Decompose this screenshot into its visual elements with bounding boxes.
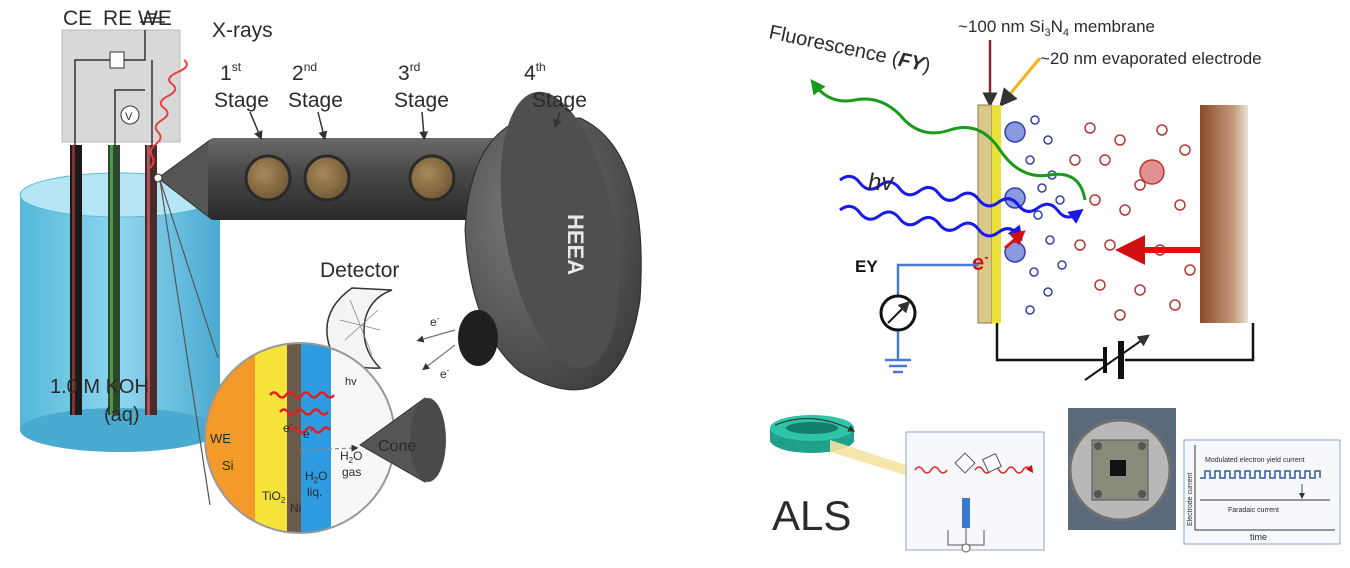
als-ring: ALS [770,415,915,539]
svg-text:V: V [125,111,133,123]
current-graph: Modulated electron yield current Faradai… [1183,439,1341,545]
variable-bias-icon [1084,334,1150,381]
ey-label: EY [855,257,878,276]
stage2-num: 2nd [292,60,317,85]
stage-labels: 1st Stage 2nd Stage 3rd Stage 4th Stage [214,60,587,141]
resistor-icon [109,51,125,69]
inset-gas-h2o-label: H2O [340,449,362,465]
xrays-label: X-rays [212,19,273,42]
ground-icon [140,13,165,23]
fluorescence-label: Fluorescence (FY) [767,21,932,77]
re-label: RE [103,7,132,30]
inset-magnified: WE Si TiO2 Ni H2O liq. H2O gas hv e- e- … [204,342,446,534]
analyzer: HEEA [153,91,642,391]
stage4-num: 4th [524,60,546,85]
stage1-window [244,154,292,202]
potentiostat: CE RE WE V [61,7,181,150]
inset-we-label: WE [210,431,231,446]
stage3-num: 3rd [398,60,420,85]
electrode-label: ~20 nm evaporated electrode [1040,49,1262,68]
heea-aperture [458,310,498,366]
stage2-label: Stage [288,89,343,112]
stage1-num: 1st [220,60,242,85]
voltmeter-icon [120,105,140,125]
inset-tio2-label: TiO2 [262,489,286,505]
als-label: ALS [772,492,851,539]
cell-photo [1068,408,1176,530]
graph-ylabel: Electrode current [1187,473,1194,526]
modulated-signal [1200,470,1321,479]
stage4-label: Stage [532,89,587,112]
cone-label: Cone [378,438,416,455]
modulated-label: Modulated electron yield current [1205,457,1305,464]
svg-text:e-: e- [440,366,450,381]
fluorescence-wave [810,79,1087,201]
counter-electrode [1200,105,1248,323]
xray-wave [149,59,188,169]
detector-label: Detector [320,259,399,282]
we-electrode [145,145,157,415]
stage1-label: Stage [214,89,269,112]
svg-text:e-: e- [430,314,440,329]
inset-ni-label: Ni [290,501,301,515]
stage3-label: Stage [394,89,449,112]
hv-wave-1 [839,174,1084,224]
ions [1004,115,1196,321]
left-panel: CE RE WE V 1.0 M KOH (aq) X-r [19,7,642,534]
ce-label: CE [63,7,92,30]
electrolyte-label-1: 1.0 M KOH [50,376,149,398]
evaporated-electrode [992,105,1001,323]
electrolyte-label-2: (aq) [104,404,140,426]
stage2-window [303,154,351,202]
cell-schematic [905,431,1045,553]
right-panel: ~100 nm Si3N4 membrane ~20 nm evaporated… [767,17,1341,553]
stage3-window [408,154,456,202]
inset-gas-label: gas [342,465,361,479]
hv-label: hv [868,169,895,196]
bias-circuit [995,323,1255,362]
ce-electrode [70,145,82,415]
inset-hv-label: hv [345,376,357,388]
inset-electron-2: e- [303,426,313,441]
re-electrode [108,145,120,415]
detector-icon [326,287,393,369]
hv-wave-2 [839,204,1023,242]
detector: Detector e- e- [320,259,456,381]
graph-xlabel: time [1250,532,1267,542]
inset-electron-1: e- [283,420,293,435]
electron-label: e- [972,249,989,275]
membrane-label: ~100 nm Si3N4 membrane [958,17,1155,39]
inset-liq-label: liq. [307,485,322,499]
inset-h2o-label: H2O [305,469,327,485]
heea-label: HEEA [563,214,588,275]
faradaic-label: Faradaic current [1228,507,1279,514]
electrochemical-cell: 1.0 M KOH (aq) [19,145,221,452]
inset-si-label: Si [222,458,234,473]
